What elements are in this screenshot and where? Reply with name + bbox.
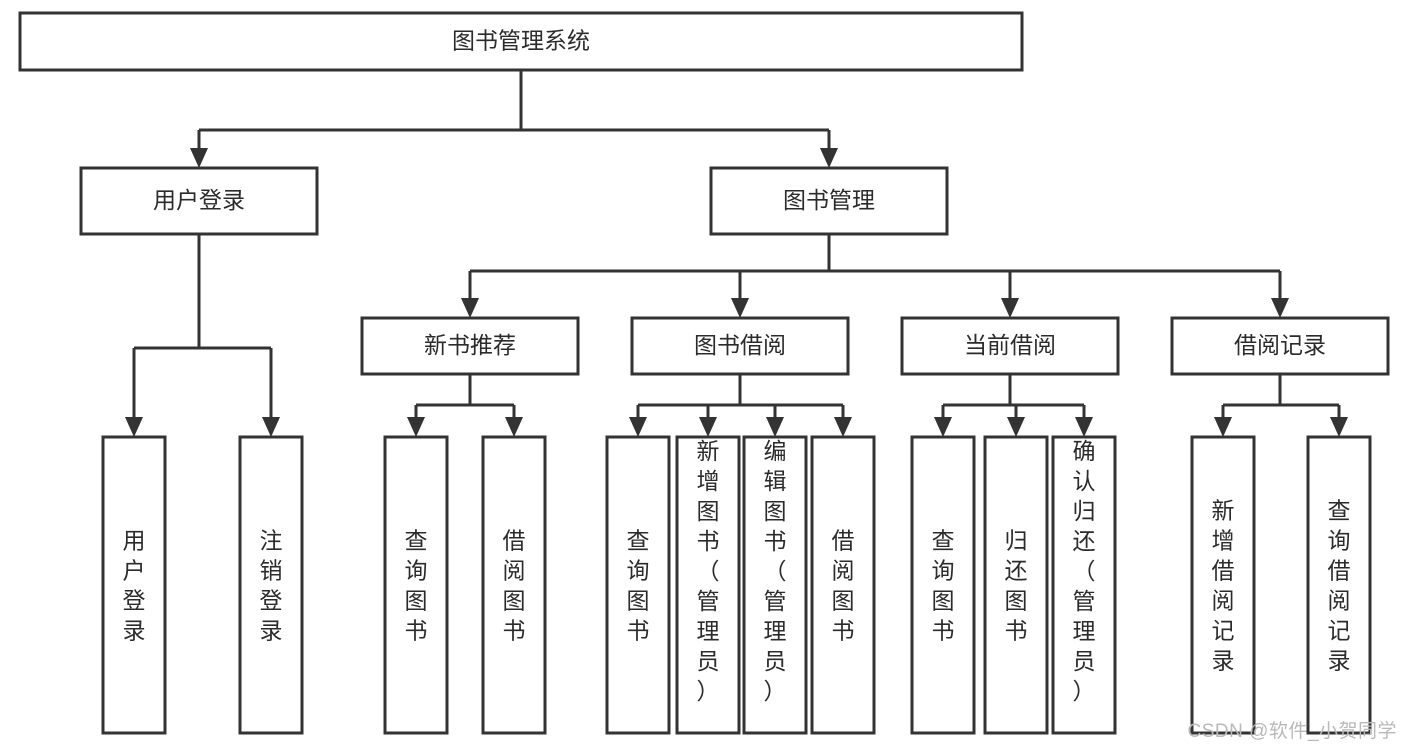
new-book-recommend-to-leaf-borrow-book-1-arrowhead [505, 417, 523, 437]
node-leaf-query-borrow-record[interactable]: 查询借阅记录 [1306, 435, 1372, 735]
node-leaf-confirm-return-admin-label: 确认归还（管理员） [1073, 438, 1096, 704]
root-to-book-management-arrowhead [820, 148, 838, 168]
node-new-book-recommend-box[interactable] [360, 316, 580, 376]
node-book-borrow-box[interactable] [630, 316, 850, 376]
node-leaf-query-book-2-box[interactable] [605, 435, 671, 735]
node-leaf-logout-login[interactable]: 注销登录 [238, 435, 304, 735]
node-leaf-query-book-3-box[interactable] [910, 435, 976, 735]
node-root-system[interactable]: 图书管理系统 [18, 11, 1024, 72]
node-new-book-recommend[interactable]: 新书推荐 [360, 316, 580, 376]
node-book-borrow[interactable]: 图书借阅 [630, 316, 850, 376]
node-leaf-confirm-return-admin-box[interactable] [1051, 435, 1117, 735]
node-book-management-label: 图书管理 [783, 187, 875, 213]
node-leaf-user-login-box[interactable] [101, 435, 167, 735]
node-leaf-query-borrow-record-label: 查询借阅记录 [1328, 497, 1351, 673]
user-login-to-leaf-user-login-arrowhead [125, 417, 143, 437]
node-leaf-borrow-book-1-label: 借阅图书 [503, 527, 526, 643]
node-new-book-recommend-label: 新书推荐 [424, 332, 516, 358]
user-login-to-leaf-logout-login-arrowhead [262, 417, 280, 437]
current-borrow-to-leaf-return-book-arrowhead [1007, 417, 1025, 437]
node-leaf-add-book-admin[interactable]: 新增图书（管理员） [675, 435, 741, 735]
book-borrow-to-leaf-borrow-book-2-arrowhead [834, 417, 852, 437]
node-leaf-borrow-book-1[interactable]: 借阅图书 [481, 435, 547, 735]
book-borrow-to-leaf-query-book-2-arrowhead [629, 417, 647, 437]
node-borrow-record-label: 借阅记录 [1234, 332, 1326, 358]
current-borrow-to-leaf-confirm-return-admin-arrowhead [1075, 417, 1093, 437]
borrow-record-to-leaf-add-borrow-record-arrowhead [1214, 417, 1232, 437]
node-book-management[interactable]: 图书管理 [709, 166, 949, 236]
node-leaf-edit-book-admin-box[interactable] [742, 435, 808, 735]
node-leaf-borrow-book-2-box[interactable] [810, 435, 876, 735]
node-leaf-user-login[interactable]: 用户登录 [101, 435, 167, 735]
bm-to-book-borrow-arrowhead [731, 298, 749, 318]
node-leaf-add-borrow-record-label: 新增借阅记录 [1212, 497, 1235, 673]
node-leaf-return-book[interactable]: 归还图书 [983, 435, 1049, 735]
node-leaf-query-book-3-label: 查询图书 [932, 527, 955, 643]
node-leaf-edit-book-admin-label: 编辑图书（管理员） [764, 438, 787, 704]
node-leaf-add-borrow-record[interactable]: 新增借阅记录 [1190, 435, 1256, 735]
node-borrow-record-box[interactable] [1170, 316, 1390, 376]
bm-to-new-book-recommend-arrowhead [461, 298, 479, 318]
new-book-recommend-to-leaf-query-book-1-arrowhead [407, 417, 425, 437]
node-leaf-confirm-return-admin[interactable]: 确认归还（管理员） [1051, 435, 1117, 735]
node-leaf-borrow-book-2-label: 借阅图书 [832, 527, 855, 643]
node-leaf-borrow-book-1-box[interactable] [481, 435, 547, 735]
node-root-system-label: 图书管理系统 [452, 28, 590, 54]
bm-to-borrow-record-arrowhead [1271, 298, 1289, 318]
node-book-borrow-label: 图书借阅 [694, 332, 786, 358]
node-current-borrow-label: 当前借阅 [964, 332, 1056, 358]
node-leaf-edit-book-admin[interactable]: 编辑图书（管理员） [742, 435, 808, 735]
connector-layer [125, 70, 1348, 437]
node-user-login[interactable]: 用户登录 [79, 166, 319, 236]
bm-to-current-borrow-arrowhead [1001, 298, 1019, 318]
node-leaf-query-book-1[interactable]: 查询图书 [383, 435, 449, 735]
current-borrow-to-leaf-query-book-3-arrowhead [934, 417, 952, 437]
borrow-record-to-leaf-query-borrow-record-arrowhead [1330, 417, 1348, 437]
node-user-login-box[interactable] [79, 166, 319, 236]
node-borrow-record[interactable]: 借阅记录 [1170, 316, 1390, 376]
node-leaf-query-book-3[interactable]: 查询图书 [910, 435, 976, 735]
node-user-login-label: 用户登录 [153, 187, 245, 213]
node-leaf-user-login-label: 用户登录 [123, 527, 146, 643]
book-borrow-to-leaf-add-book-admin-arrowhead [699, 417, 717, 437]
node-leaf-query-book-1-box[interactable] [383, 435, 449, 735]
node-leaf-logout-login-box[interactable] [238, 435, 304, 735]
node-leaf-query-book-1-label: 查询图书 [405, 527, 428, 643]
node-layer: 图书管理系统用户登录图书管理新书推荐图书借阅当前借阅借阅记录用户登录注销登录查询… [18, 11, 1390, 735]
node-leaf-query-borrow-record-box[interactable] [1306, 435, 1372, 735]
node-current-borrow[interactable]: 当前借阅 [900, 316, 1120, 376]
node-leaf-add-book-admin-label: 新增图书（管理员） [697, 438, 720, 704]
node-leaf-add-book-admin-box[interactable] [675, 435, 741, 735]
node-leaf-query-book-2-label: 查询图书 [627, 527, 650, 643]
node-leaf-logout-login-label: 注销登录 [260, 527, 283, 643]
node-leaf-query-book-2[interactable]: 查询图书 [605, 435, 671, 735]
node-leaf-borrow-book-2[interactable]: 借阅图书 [810, 435, 876, 735]
node-leaf-return-book-box[interactable] [983, 435, 1049, 735]
node-leaf-return-book-label: 归还图书 [1005, 527, 1028, 643]
node-book-management-box[interactable] [709, 166, 949, 236]
root-to-user-login-arrowhead [190, 148, 208, 168]
book-borrow-to-leaf-edit-book-admin-arrowhead [766, 417, 784, 437]
node-root-system-box[interactable] [18, 11, 1024, 72]
node-current-borrow-box[interactable] [900, 316, 1120, 376]
node-leaf-add-borrow-record-box[interactable] [1190, 435, 1256, 735]
